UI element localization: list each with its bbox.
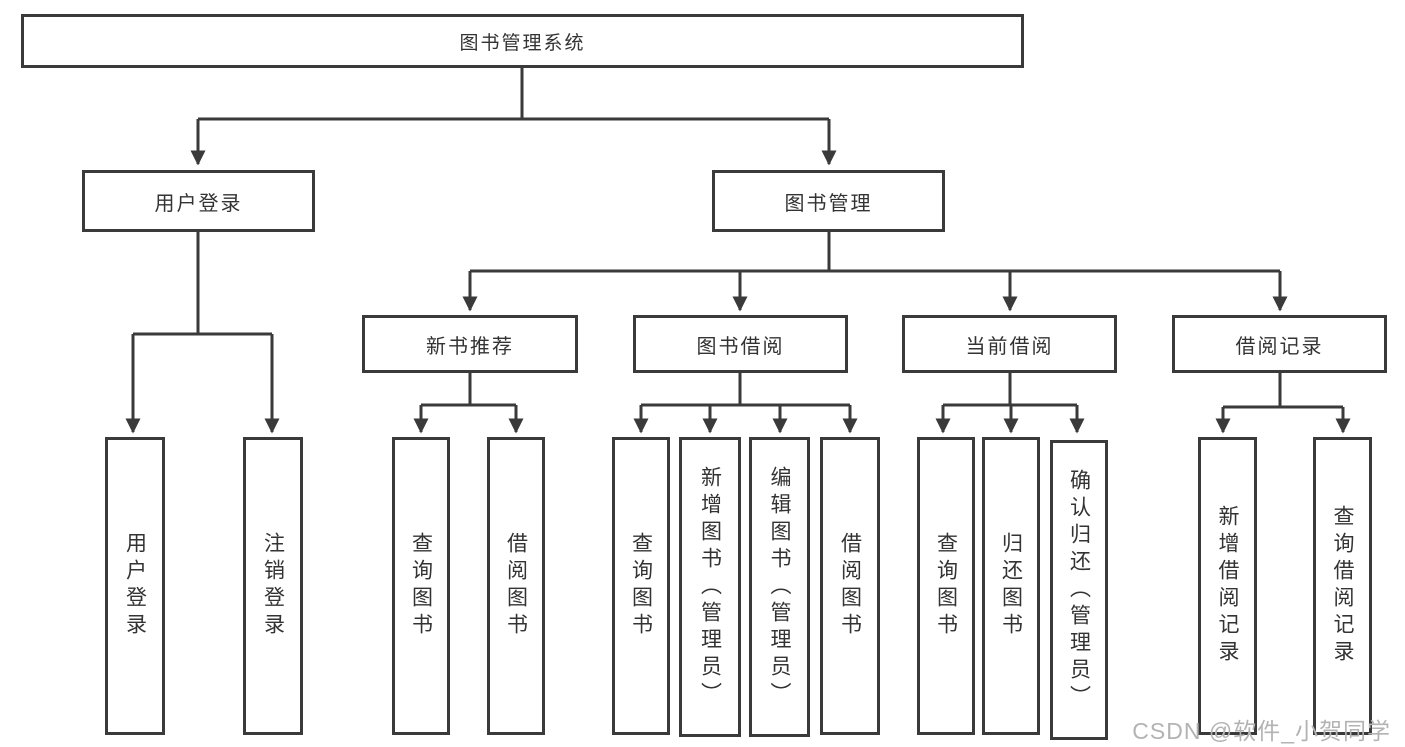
leaf-borrow-book-recommend: 借阅图书 [487,437,545,735]
leaf-logout: 注销登录 [243,437,303,735]
node-book-borrowing: 图书借阅 [633,315,848,373]
node-label: 借阅图书 [838,532,862,640]
node-label: 编辑图书（管理员） [768,465,792,709]
node-label: 新书推荐 [426,335,514,358]
node-label: 图书管理系统 [459,32,586,54]
node-label: 查询图书 [409,532,433,640]
node-book-management: 图书管理 [712,170,945,232]
node-label: 查询借阅记录 [1331,505,1355,667]
node-user-login: 用户登录 [82,170,315,232]
leaf-borrow-book: 借阅图书 [820,437,880,735]
leaf-return-book: 归还图书 [982,437,1040,735]
node-label: 归还图书 [999,532,1023,640]
leaf-confirm-return-admin: 确认归还（管理员） [1050,440,1108,740]
leaf-add-book-admin: 新增图书（管理员） [679,437,741,737]
node-label: 图书借阅 [696,335,785,358]
node-new-book-recommend: 新书推荐 [362,315,578,373]
node-label: 注销登录 [261,532,285,640]
node-label: 借阅记录 [1235,335,1324,358]
leaf-query-book-recommend: 查询图书 [392,437,450,735]
node-label: 用户登录 [123,532,147,640]
node-label: 图书管理 [784,192,873,215]
leaf-user-login: 用户登录 [105,437,165,735]
leaf-query-borrow-record: 查询借阅记录 [1313,437,1372,735]
csdn-watermark: CSDN @软件_小贺同学 [1132,718,1391,744]
node-label: 查询图书 [934,532,958,640]
leaf-query-book-borrowing: 查询图书 [612,437,670,735]
node-library-management-system: 图书管理系统 [21,14,1024,68]
leaf-query-book-current: 查询图书 [917,437,975,735]
node-current-borrowing: 当前借阅 [902,315,1117,373]
node-borrowing-records: 借阅记录 [1172,315,1387,373]
leaf-add-borrow-record: 新增借阅记录 [1198,437,1257,735]
node-label: 新增图书（管理员） [698,465,722,709]
node-label: 查询图书 [629,532,653,640]
node-label: 用户登录 [154,192,243,215]
leaf-edit-book-admin: 编辑图书（管理员） [749,437,810,737]
node-label: 确认归还（管理员） [1067,468,1091,712]
node-label: 借阅图书 [504,532,528,640]
node-label: 新增借阅记录 [1216,505,1240,667]
node-label: 当前借阅 [965,335,1054,358]
